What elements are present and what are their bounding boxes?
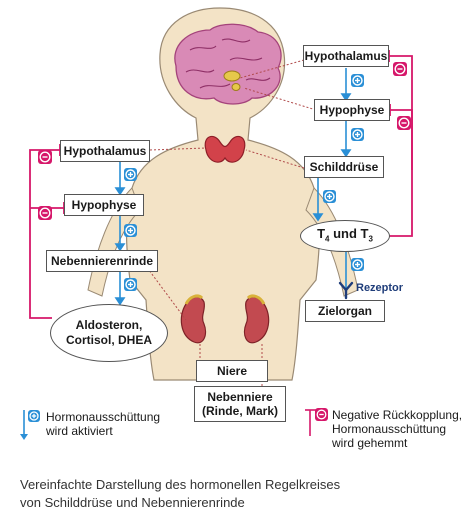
hormones-line-2: Cortisol, DHEA [65, 333, 152, 347]
hormones-line-1: Aldosteron, [75, 318, 143, 332]
plus-badge [124, 168, 137, 181]
legend-inhibition: Negative Rückkopplung, Hormonausschüttun… [332, 408, 462, 450]
left-activation-arrows [114, 162, 126, 306]
nebenniere-box: Nebenniere (Rinde, Mark) [194, 386, 286, 422]
minus-badge [393, 62, 407, 76]
receptor-icon [338, 281, 354, 300]
brain-illustration [174, 23, 282, 105]
legend-inhibition-line-1: Negative Rückkopplung, [332, 408, 463, 422]
minus-badge [38, 206, 52, 220]
rezeptor-label: Rezeptor [356, 282, 404, 294]
zielorgan-label: Zielorgan [317, 304, 372, 318]
legend-inhibition-line-2: Hormonausschüttung [332, 422, 447, 436]
nebenniere-line-1: Nebenniere [207, 390, 273, 404]
kidney-illustration [180, 294, 270, 344]
minus-badge [38, 150, 52, 164]
hormones-oval: Aldosteron, Cortisol, DHEA [50, 304, 168, 362]
nebennierenrinde-box: Nebennierenrinde [46, 250, 158, 272]
plus-badge [351, 74, 364, 87]
caption-line-2: von Schilddrüse und Nebennierenrinde [20, 495, 245, 510]
schilddruese-label: Schilddrüse [309, 160, 379, 174]
legend-activation-line-1: Hormonausschüttung [46, 410, 161, 424]
zielorgan-box: Zielorgan [305, 300, 385, 322]
hypophyse-box-left: Hypophyse [64, 194, 144, 216]
right-feedback-loops [388, 50, 413, 237]
hypothalamus-label: Hypothalamus [63, 144, 147, 158]
plus-badge [351, 258, 364, 271]
minus-badge [397, 116, 411, 130]
hypothalamus-box-right: Hypothalamus [303, 45, 389, 67]
t4-t3-oval: T4 und T3 [300, 220, 390, 252]
niere-label: Niere [216, 364, 248, 378]
legend-activation-icon [20, 410, 40, 440]
hypothalamus-box-left: Hypothalamus [60, 140, 150, 162]
legend-activation-line-2: wird aktiviert [46, 424, 113, 438]
plus-badge [323, 190, 336, 203]
right-activation-arrows [312, 68, 352, 290]
plus-badge [351, 128, 364, 141]
nebenniere-line-2: (Rinde, Mark) [201, 404, 278, 418]
hypothalamus-label: Hypothalamus [304, 49, 388, 63]
thyroid-illustration [204, 135, 246, 163]
plus-badges [124, 74, 364, 291]
plus-badge [124, 278, 137, 291]
caption-line-1: Vereinfachte Darstellung des hormonellen… [20, 477, 341, 492]
t4-t3-label: T4 und T3 [317, 225, 373, 244]
hypophyse-box-right: Hypophyse [314, 99, 390, 121]
nebennierenrinde-label: Nebennierenrinde [50, 254, 154, 268]
legend-inhibition-icon [305, 408, 328, 436]
schilddruese-box: Schilddrüse [304, 156, 384, 178]
minus-badges [38, 62, 411, 220]
figure-caption: Vereinfachte Darstellung des hormonellen… [20, 476, 340, 512]
plus-badge [124, 224, 137, 237]
legend-activation: Hormonausschüttung wird aktiviert [46, 410, 160, 438]
legend-inhibition-line-3: wird gehemmt [332, 436, 408, 450]
left-feedback-loops [29, 144, 65, 319]
niere-box: Niere [196, 360, 268, 382]
hypophyse-label: Hypophyse [71, 198, 137, 212]
hypophyse-label: Hypophyse [319, 103, 385, 117]
